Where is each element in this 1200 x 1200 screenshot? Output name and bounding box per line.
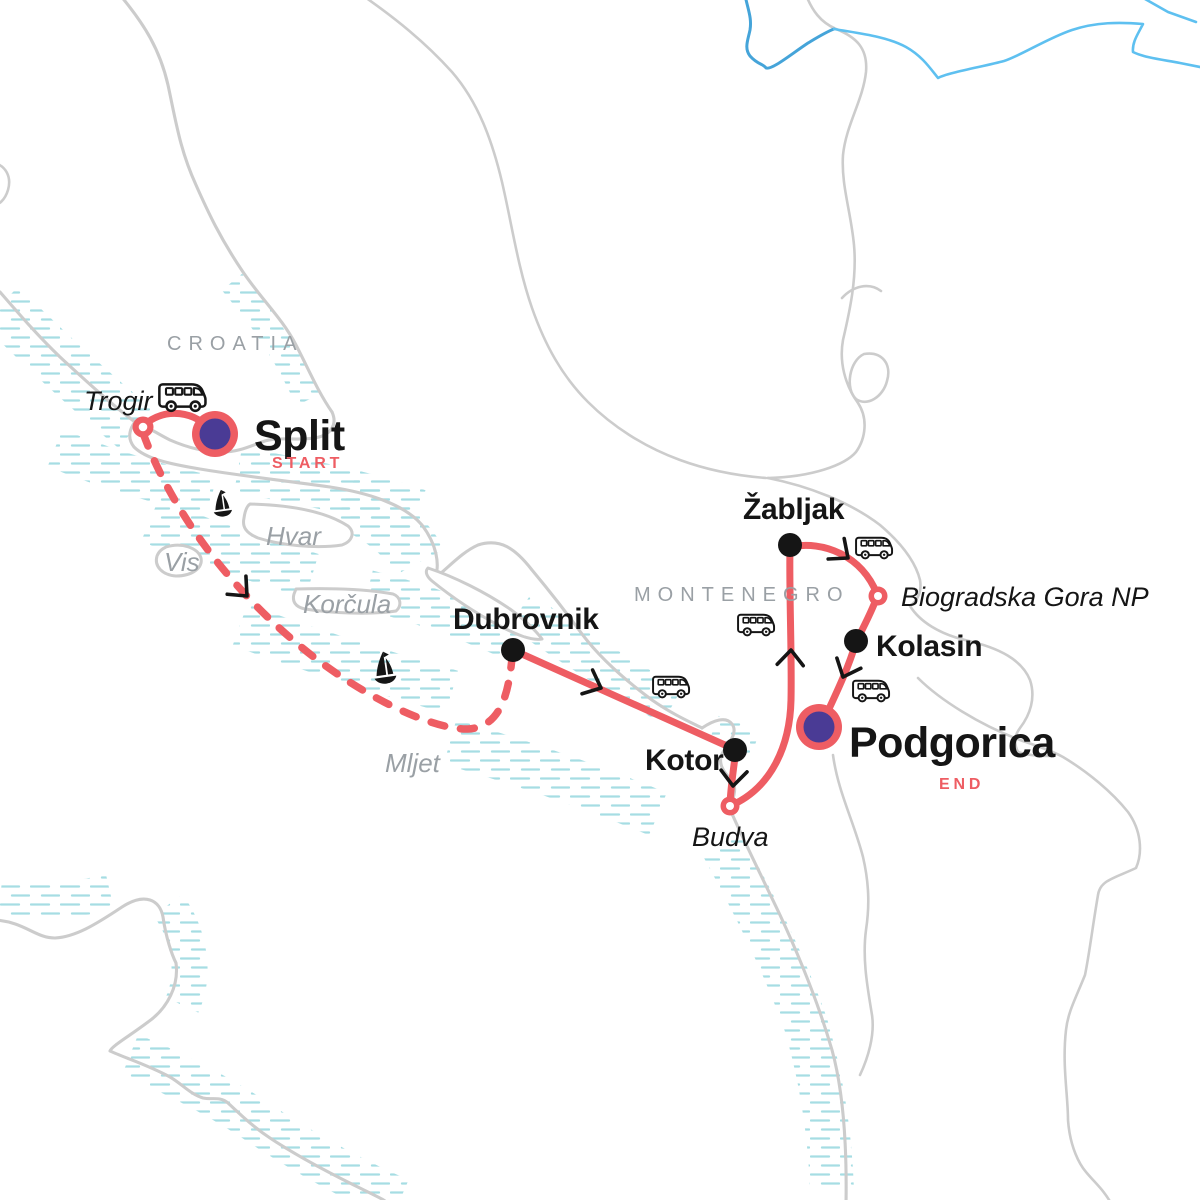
hatch-band [702,834,854,1191]
end-badge: END [939,776,984,793]
stop-label-split: Split [254,412,345,460]
route-leg-budva-zabljak [726,543,795,810]
marker-budva [720,796,740,816]
bus-icon [855,536,894,560]
hatch-band [443,719,667,836]
border-central [766,0,868,480]
hatch-band [0,874,115,920]
islands [154,502,544,641]
marker-trogir [132,416,154,438]
water-hatching [0,273,854,1200]
hatch-band [153,894,208,1013]
bus-icon [158,383,207,413]
stop-label-biogradska: Biogradska Gora NP [901,582,1149,612]
marker-split [192,411,238,457]
start-badge: START [272,455,343,472]
hatch-band [508,593,682,724]
hatch-band [232,604,458,714]
island-vis [154,543,203,578]
hatch-band [221,273,320,406]
rivers [744,0,1200,80]
bus-icon [652,675,691,699]
coastline-croatia-north [122,0,334,414]
bus-icon [737,613,776,637]
stop-label-trogir: Trogir [84,386,154,416]
stop-label-podgorica: Podgorica [849,719,1056,767]
border-podgorica-east [916,676,1142,1200]
border-squiggle [840,284,883,300]
hatch-band [141,498,319,599]
map-labels: CROATIA MONTENEGRO Hvar Vis Korčula Mlje… [84,333,1149,852]
sailboat-icon [210,488,233,518]
border-montenegro-northeast [766,476,1054,758]
hatch-band [333,475,445,576]
bus-icon [852,679,891,703]
coastline-trogir-split [0,290,332,489]
peninsula-peljesac [424,566,544,641]
river-north [744,0,836,70]
coastline-peninsula-southwest [0,897,387,1200]
island-label-vis: Vis [164,547,200,577]
border-croatia-bosnia [366,0,768,480]
stop-label-budva: Budva [692,822,769,852]
islet-west-edge [0,163,11,205]
hatch-band [709,715,761,755]
hatch-band [121,1034,409,1200]
marker-biogradska [868,586,888,606]
country-label-montenegro: MONTENEGRO [634,584,850,606]
coastline-split-bay-to-dubrovnik [328,485,704,730]
marker-dubrovnik [501,638,525,662]
marker-podgorica [796,704,842,750]
stop-label-kotor: Kotor [645,744,724,777]
stop-label-zabljak: Žabljak [743,492,845,526]
river-northeast [832,21,1200,80]
hatch-band [0,286,152,449]
stop-markers [132,411,888,816]
stop-label-kolasin: Kolasin [876,630,982,663]
coastline-split-peninsula [141,410,336,454]
island-korcula [291,587,402,615]
country-label-croatia: CROATIA [167,333,303,355]
island-label-korcula: Korčula [303,589,391,619]
border-lake-blob [848,352,890,404]
marker-kotor [723,738,747,762]
island-label-hvar: Hvar [266,521,322,551]
marker-kolasin [844,629,868,653]
river-corner [1144,0,1198,24]
island-label-mljet: Mljet [385,748,442,778]
hatch-band [47,429,217,516]
island-hvar [242,502,354,549]
coastline-montenegro [727,805,848,1200]
border-albania-west [831,753,874,1077]
route-leg-trogir-dubrovnik-ferry [139,429,516,733]
marker-zabljak [778,533,802,557]
stop-label-dubrovnik: Dubrovnik [453,603,599,636]
route-leg-dubrovnik-kotor [509,646,740,754]
